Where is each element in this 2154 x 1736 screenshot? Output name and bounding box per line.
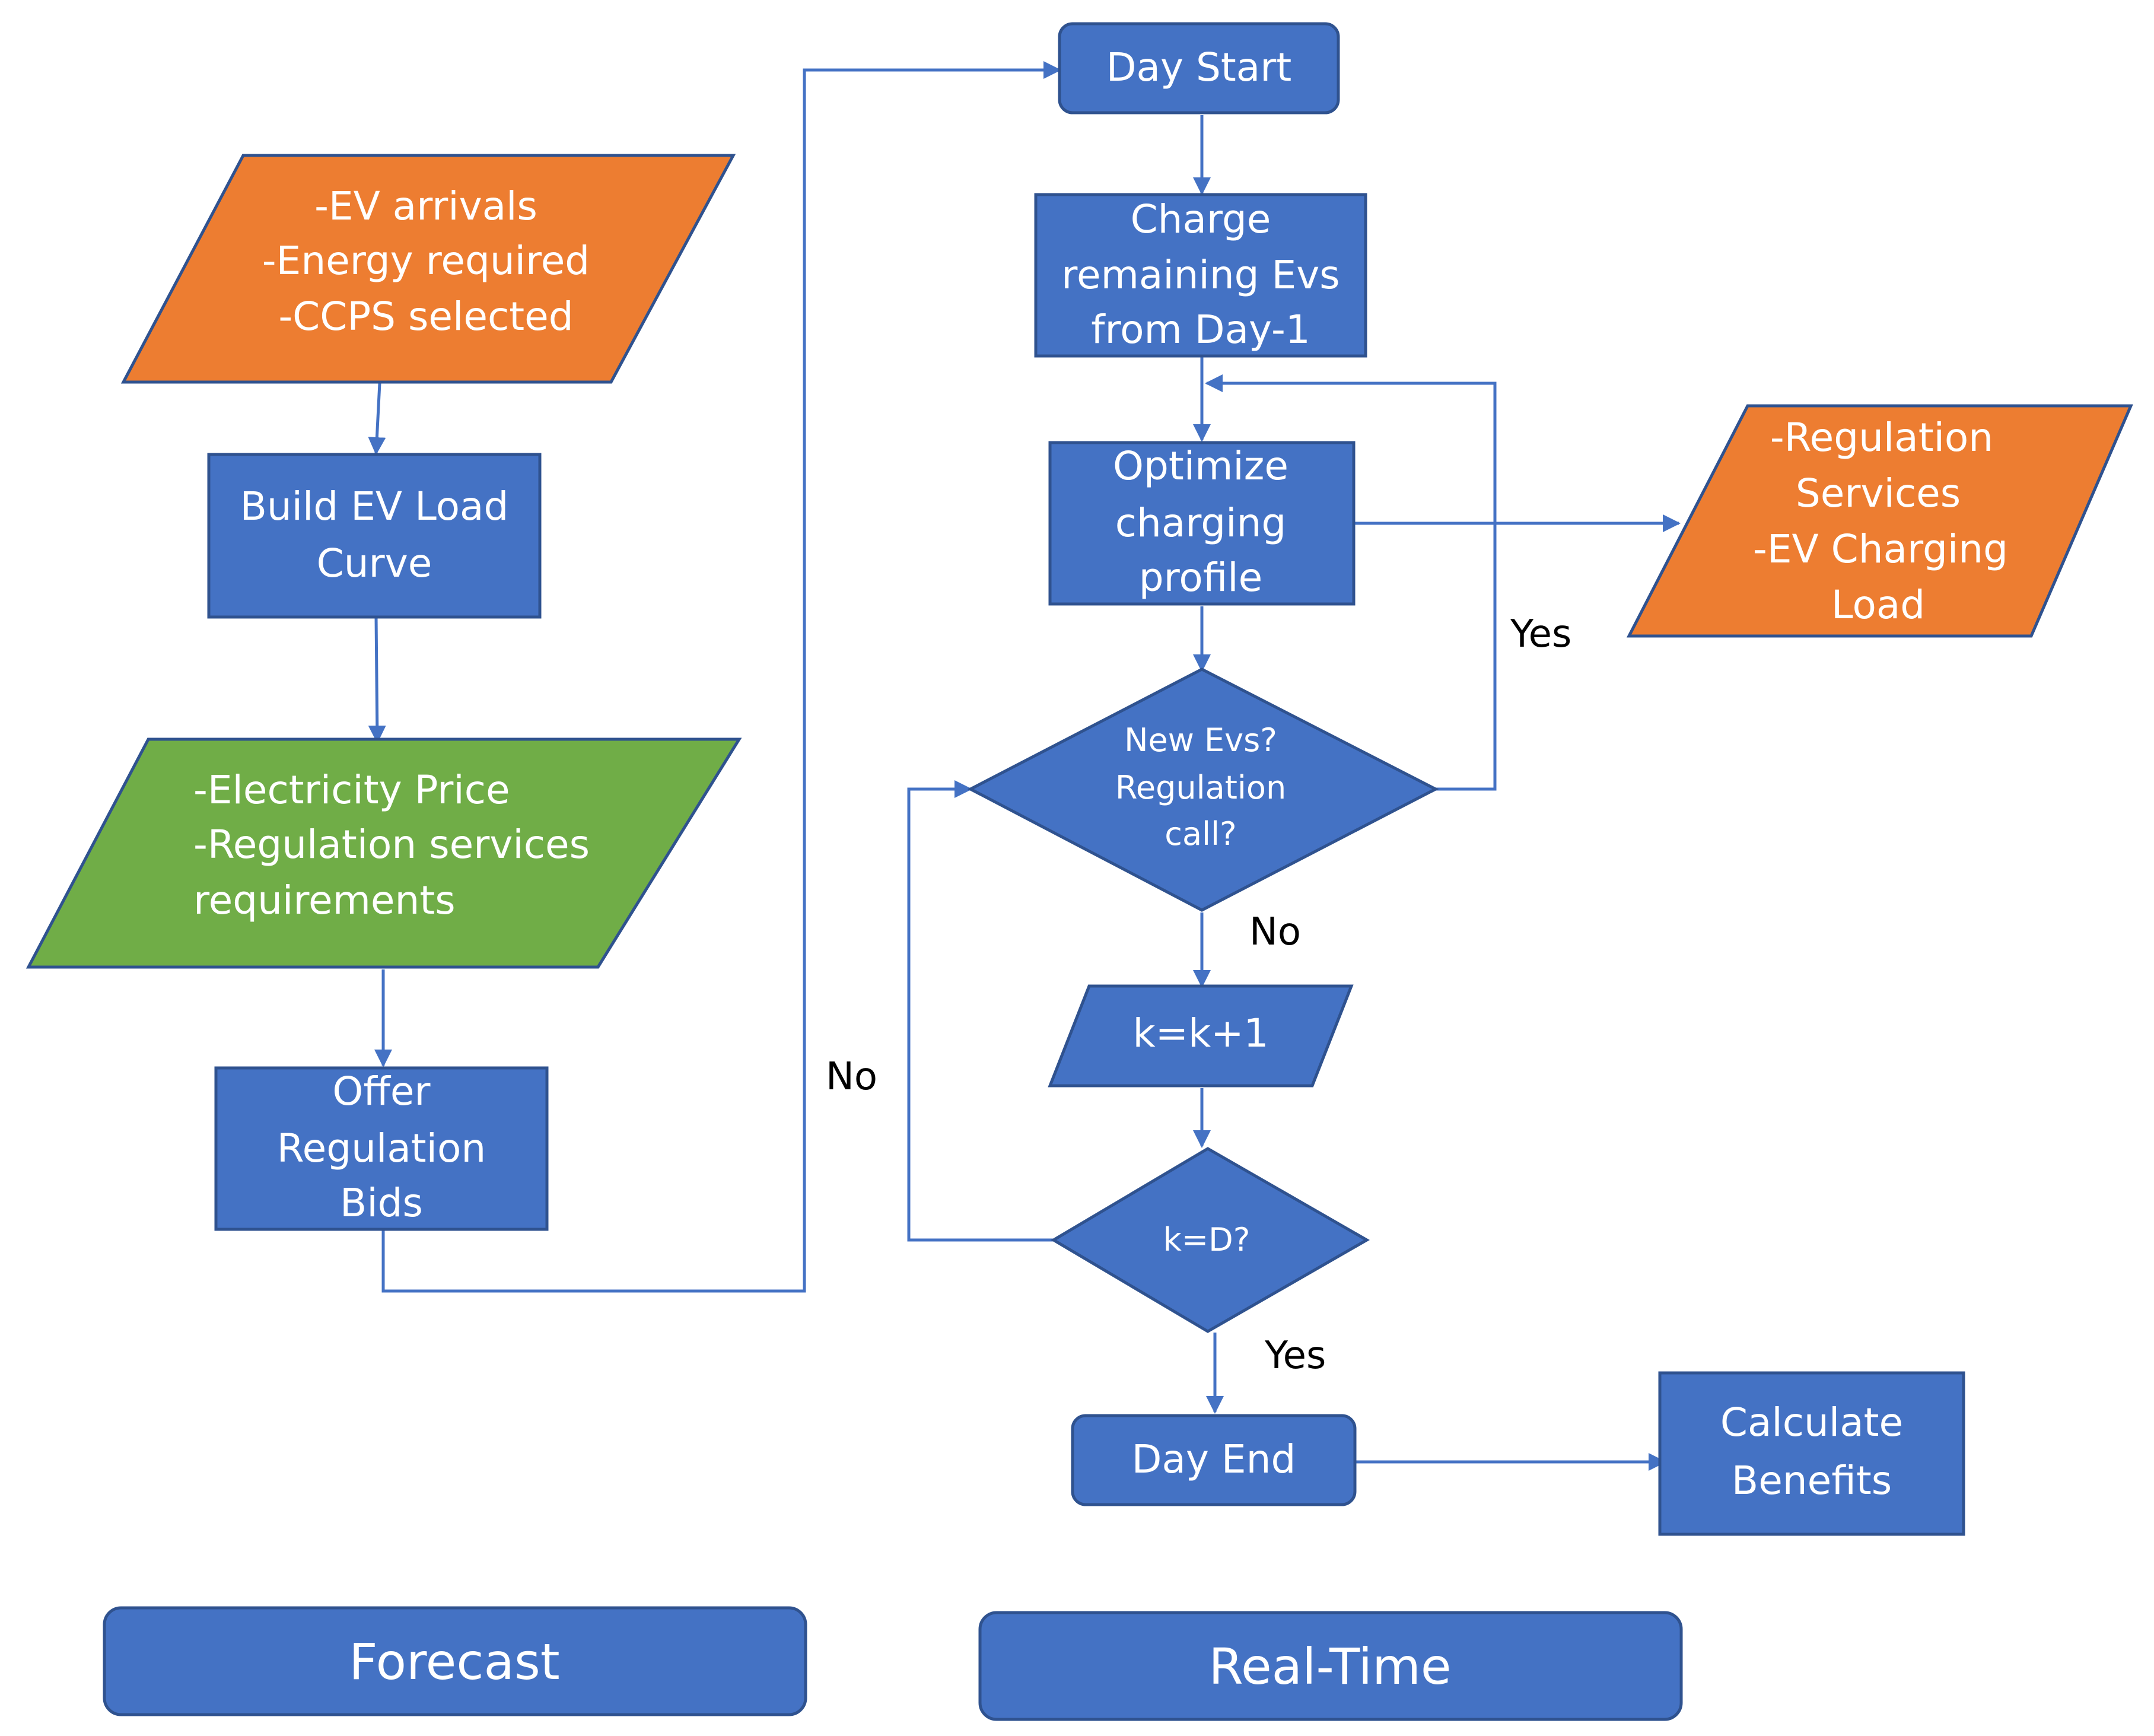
decision-k-shape [1051, 1147, 1370, 1333]
offer-bids-line-1: Offer [332, 1069, 431, 1114]
realtime-section-banner: Real-Time [978, 1611, 1683, 1721]
arrow-yes-loop-to-optimize [1205, 374, 1497, 791]
increment-label: k=k+1 [1132, 1010, 1268, 1056]
build-load-curve-node: Build EV Load Curve [207, 453, 542, 619]
market-inputs-line-2: -Regulation services [193, 822, 590, 867]
arrow-build-to-market [368, 616, 386, 743]
forecast-banner-label: Forecast [349, 1633, 559, 1691]
offer-bids-line-2: Regulation [277, 1125, 486, 1171]
ev-inputs-line-1: -EV arrivals [314, 183, 537, 229]
charge-remaining-shape [1034, 193, 1367, 358]
decision-k-label: k=D? [1163, 1221, 1251, 1258]
decision-new-evs-line-2: Regulation [1115, 769, 1286, 806]
forecast-banner-shape [103, 1606, 807, 1716]
day-start-label: Day Start [1106, 44, 1292, 90]
market-inputs-line-1: -Electricity Price [193, 767, 510, 813]
build-load-curve-shape [207, 453, 542, 619]
outputs-line-1: -Regulation [1770, 415, 1993, 460]
optimize-line-1: Optimize [1113, 443, 1288, 489]
outputs-line-4: Load [1831, 582, 1925, 628]
calculate-benefits-line-2: Benefits [1732, 1458, 1892, 1503]
offer-bids-node: Offer Regulation Bids [214, 1066, 549, 1231]
day-end-label: Day End [1132, 1436, 1296, 1482]
charge-remaining-line-1: Charge [1131, 196, 1271, 242]
day-start-node: Day Start [1058, 22, 1340, 115]
charge-remaining-node: Charge remaining Evs from Day-1 [1034, 193, 1367, 358]
optimize-node: Optimize charging profile [1048, 441, 1356, 606]
outputs-node: -Regulation Services -EV Charging Load [1626, 404, 2133, 638]
realtime-banner-label: Real-Time [1208, 1638, 1451, 1696]
arrow-ev-inputs-to-build [368, 383, 386, 455]
offer-bids-line-3: Bids [340, 1180, 423, 1226]
arrow-no-loop-to-decision [907, 780, 1054, 1242]
market-inputs-line-3: requirements [193, 877, 456, 923]
offer-bids-shape [214, 1066, 549, 1231]
outputs-shape [1626, 404, 2133, 638]
decision-new-evs-node: New Evs? Regulation call? [967, 667, 1439, 912]
outputs-line-2: Services [1796, 470, 1961, 516]
decision-k-node: k=D? [1051, 1147, 1370, 1333]
edge-label-yes-end: Yes [1264, 1334, 1326, 1378]
day-end-shape [1071, 1414, 1357, 1506]
connectors [368, 61, 1681, 1471]
calculate-benefits-line-1: Calculate [1720, 1400, 1903, 1445]
edge-label-yes-loop: Yes [1510, 612, 1571, 656]
decision-new-evs-shape [967, 667, 1439, 912]
day-end-node: Day End [1071, 1414, 1357, 1506]
ev-inputs-line-2: -Energy required [262, 238, 590, 284]
realtime-banner-shape [978, 1611, 1683, 1721]
decision-new-evs-line-3: call? [1165, 815, 1236, 853]
outputs-line-3: -EV Charging [1753, 526, 2008, 572]
market-inputs-node: -Electricity Price -Regulation services … [26, 737, 742, 969]
build-load-curve-line-2: Curve [317, 540, 432, 586]
ev-inputs-line-3: -CCPS selected [278, 294, 573, 339]
ev-inputs-node: -EV arrivals -Energy required -CCPS sele… [120, 154, 736, 384]
market-inputs-shape [26, 737, 742, 969]
forecast-section-banner: Forecast [103, 1606, 807, 1716]
ev-inputs-shape [120, 154, 736, 384]
optimize-shape [1048, 441, 1356, 606]
calculate-benefits-shape [1658, 1371, 1965, 1536]
charge-remaining-line-2: remaining Evs [1061, 252, 1340, 298]
charge-remaining-line-3: from Day-1 [1091, 307, 1310, 352]
increment-node: k=k+1 [1048, 984, 1354, 1088]
calculate-benefits-node: Calculate Benefits [1658, 1371, 1965, 1536]
edge-label-no-loop: No [826, 1055, 877, 1099]
build-load-curve-line-1: Build EV Load [240, 484, 509, 529]
optimize-line-3: profile [1139, 555, 1262, 600]
optimize-line-2: charging [1115, 500, 1287, 546]
increment-shape [1048, 984, 1354, 1088]
edge-label-no-down: No [1249, 910, 1301, 954]
decision-new-evs-line-1: New Evs? [1124, 721, 1277, 759]
day-start-shape [1058, 22, 1340, 115]
arrow-offer-to-day-start [381, 61, 1061, 1293]
